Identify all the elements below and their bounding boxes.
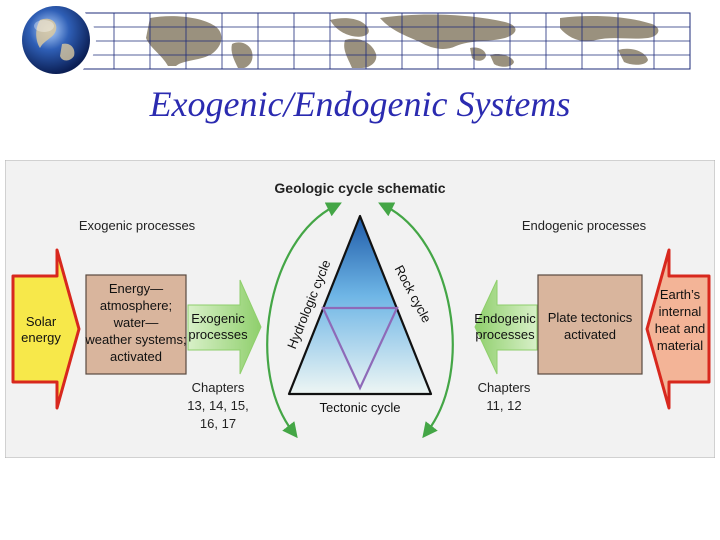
earth-arrow-line: heat and <box>655 321 706 336</box>
slide-title: Exogenic/Endogenic Systems <box>149 84 571 124</box>
exogenic-arrow-line: processes <box>188 327 248 342</box>
endogenic-processes-arrow: Endogenic processes <box>474 279 538 375</box>
exogenic-box-line: activated <box>110 349 162 364</box>
slide-banner <box>16 0 691 80</box>
endogenic-chapters-line: 11, 12 <box>486 398 521 413</box>
exogenic-chapters-line: 16, 17 <box>200 416 236 431</box>
endogenic-chapters-line: Chapters <box>478 380 531 395</box>
solar-energy-arrow: Solar energy <box>11 248 81 410</box>
inner-triangle <box>321 306 399 391</box>
plate-tectonics-line: activated <box>564 327 616 342</box>
endogenic-arrow-line: processes <box>475 327 535 342</box>
tectonic-cycle-label: Tectonic cycle <box>320 400 401 415</box>
endogenic-arrow-line: Endogenic <box>474 311 536 326</box>
solar-arrow-line: energy <box>21 330 61 345</box>
solar-arrow-line: Solar <box>26 314 57 329</box>
earth-arrow-line: internal <box>659 304 702 319</box>
rock-cycle-arrow <box>378 202 454 439</box>
exogenic-chapters-line: 13, 14, 15, <box>187 398 248 413</box>
figure-title: Geologic cycle schematic <box>274 180 445 196</box>
exogenic-box-line: weather systems; <box>84 332 186 347</box>
plate-tectonics-box: Plate tectonics activated <box>537 274 643 375</box>
plate-tectonics-line: Plate tectonics <box>548 310 633 325</box>
exogenic-arrow-line: Exogenic <box>191 311 245 326</box>
geologic-cycle-figure: Geologic cycle schematic Exogenic proces… <box>5 160 715 458</box>
exogenic-energy-box: Energy— atmosphere; water— weather syste… <box>84 274 187 375</box>
exogenic-chapters-line: Chapters <box>192 380 245 395</box>
earth-internal-heat-arrow: Earth’s internal heat and material <box>645 248 711 410</box>
exogenic-box-line: Energy— <box>109 281 163 296</box>
exogenic-box-line: atmosphere; <box>100 298 172 313</box>
endogenic-heading: Endogenic processes <box>522 218 647 233</box>
earth-arrow-line: Earth’s <box>660 287 701 302</box>
exogenic-box-line: water— <box>113 315 159 330</box>
hydrologic-cycle-arrow <box>266 202 342 439</box>
world-map-grid <box>77 12 691 70</box>
globe-icon <box>16 0 96 80</box>
exogenic-processes-arrow: Exogenic processes <box>187 279 262 375</box>
exogenic-heading: Exogenic processes <box>79 218 196 233</box>
earth-arrow-line: material <box>657 338 703 353</box>
